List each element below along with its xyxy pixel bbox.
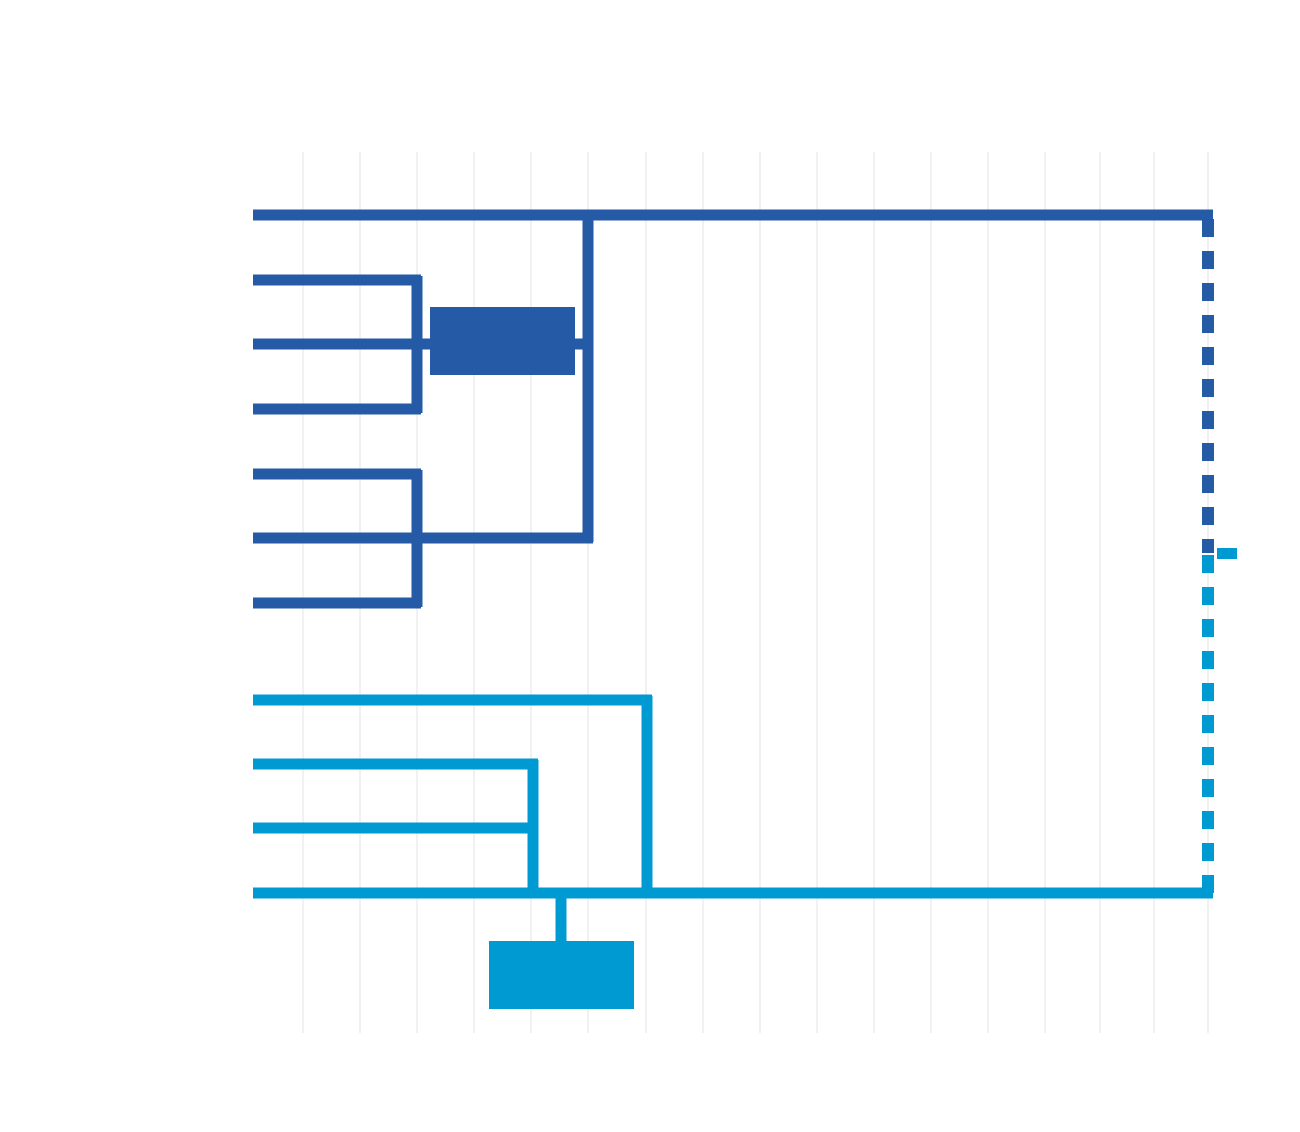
dashed-connector <box>1202 215 1237 897</box>
lower-label-box <box>489 941 634 1009</box>
vertical-grid <box>302 152 1209 1033</box>
lower-bracket-group <box>253 694 1213 1009</box>
connector-midpoint-tick <box>1217 548 1237 559</box>
upper-bracket-group <box>253 209 1213 609</box>
upper-label-box <box>430 307 575 375</box>
